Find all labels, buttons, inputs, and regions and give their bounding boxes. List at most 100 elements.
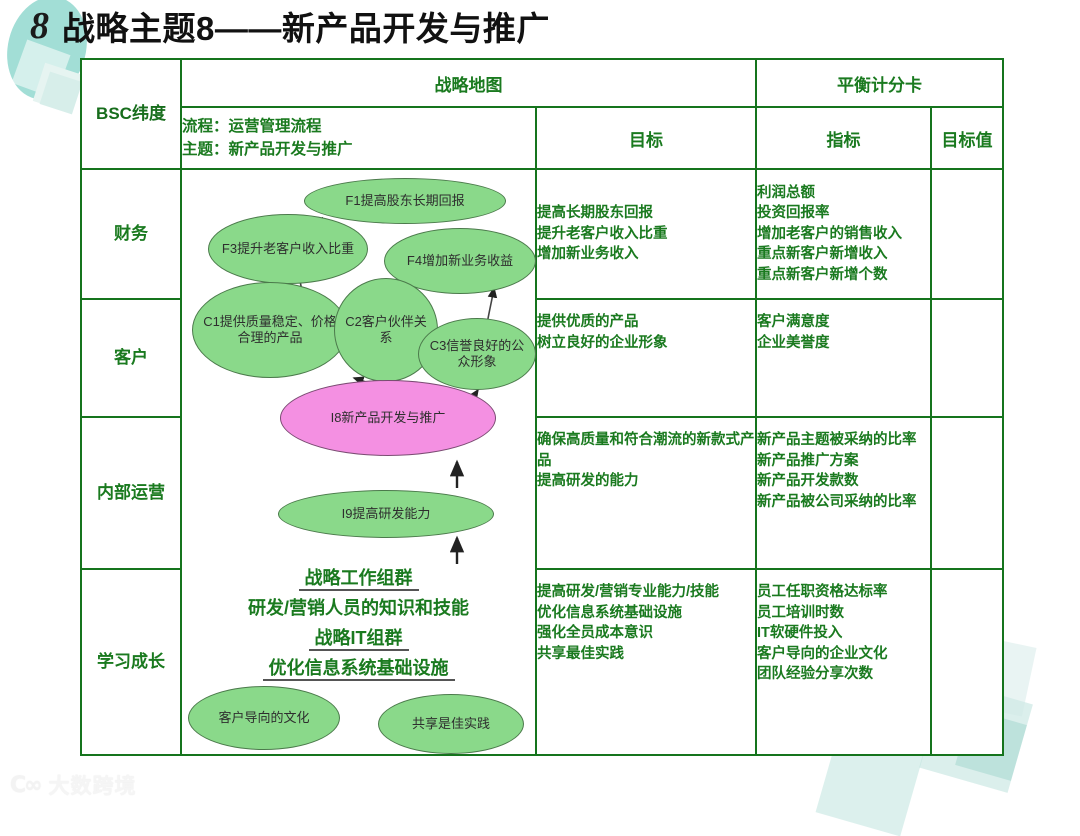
- indicator-item: 企业美誉度: [757, 334, 830, 351]
- node-i9[interactable]: I9提高研发能力: [278, 490, 494, 538]
- objective-item: 确保高质量和符合潮流的新款式产品: [537, 432, 755, 469]
- indicators-finance: 利润总额 投资回报率 增加老客户的销售收入 重点新客户新增收入 重点新客户新增个…: [755, 168, 932, 300]
- table-header-row-1: BSC纬度 战略地图 平衡计分卡: [80, 58, 1004, 170]
- objectives-internal: 确保高质量和符合潮流的新款式产品 提高研发的能力: [535, 416, 757, 570]
- header-target-value-label: 目标值: [941, 130, 993, 150]
- row-label-internal-text: 内部运营: [97, 483, 165, 503]
- learning-group-line-4: 优化信息系统基础设施: [182, 654, 535, 681]
- row-label-learning: 学习成长: [80, 568, 182, 756]
- table-row: 财务: [80, 168, 1004, 756]
- table-row: 客户 提供优质的产品 树立良好的企业形象 客户满意度 企业美誉度: [80, 298, 1004, 418]
- title-number: 8: [30, 5, 49, 47]
- indicator-item: 客户导向的企业文化: [757, 645, 888, 662]
- header-indicator-label: 指标: [826, 130, 861, 150]
- node-best-practice-label: 共享是佳实践: [411, 716, 490, 732]
- row-label-internal: 内部运营: [80, 416, 182, 570]
- learning-group-line-1: 战略工作组群: [182, 564, 535, 591]
- topic-theme-line: 主题：新产品开发与推广: [182, 141, 353, 158]
- node-customer-culture[interactable]: 客户导向的文化: [188, 686, 340, 750]
- learning-group-line-4-text: 优化信息系统基础设施: [262, 658, 455, 681]
- topic-block: 流程：运营管理流程 主题：新产品开发与推广: [180, 106, 537, 170]
- node-f4-label: F4增加新业务收益: [406, 253, 514, 269]
- table-row: 内部运营 确保高质量和符合潮流的新款式产品 提高研发的能力 新产品主题被采纳的比…: [80, 416, 1004, 570]
- indicator-item: IT软硬件投入: [757, 625, 843, 642]
- indicators-learning: 员工任职资格达标率 员工培训时数 IT软硬件投入 客户导向的企业文化 团队经验分…: [755, 568, 932, 756]
- node-i9-label: I9提高研发能力: [341, 506, 431, 522]
- node-i8[interactable]: I8新产品开发与推广: [280, 380, 496, 456]
- node-c3-label: C3信誉良好的公众形象: [429, 338, 525, 369]
- indicator-item: 重点新客户新增收入: [757, 246, 888, 263]
- target-value-internal: [930, 416, 1004, 570]
- indicator-item: 增加老客户的销售收入: [757, 225, 902, 242]
- header-strategy-map-label: 战略地图: [434, 75, 503, 95]
- node-c3[interactable]: C3信誉良好的公众形象: [418, 318, 536, 390]
- node-i8-label: I8新产品开发与推广: [330, 410, 446, 426]
- indicators-customer: 客户满意度 企业美誉度: [755, 298, 932, 418]
- strategy-map-canvas: F1提高股东长期回报 F3提升老客户收入比重 F4增加新业务收益 C1提供质量稳…: [180, 168, 537, 756]
- header-objective-label: 目标: [629, 130, 663, 150]
- objective-item: 强化全员成本意识: [537, 625, 653, 642]
- row-label-customer: 客户: [80, 298, 182, 418]
- header-scorecard: 平衡计分卡: [755, 58, 1004, 108]
- row-label-customer-text: 客户: [114, 348, 148, 368]
- node-best-practice[interactable]: 共享是佳实践: [378, 694, 524, 754]
- decor-square-2: [32, 62, 84, 114]
- watermark-logo-icon: Ⅽ∞: [10, 772, 43, 798]
- objective-item: 提升老客户收入比重: [537, 225, 668, 242]
- row-label-finance: 财务: [80, 168, 182, 300]
- learning-group-line-3: 战略IT组群: [182, 624, 535, 651]
- indicator-item: 新产品主题被采纳的比率: [757, 432, 917, 448]
- objective-item: 提高研发/营销专业能力/技能: [537, 584, 720, 600]
- objective-item: 提高研发的能力: [537, 473, 639, 490]
- indicator-item: 重点新客户新增个数: [757, 266, 888, 283]
- watermark: Ⅽ∞ 大数跨境: [10, 770, 136, 800]
- indicator-item: 团队经验分享次数: [757, 666, 873, 683]
- header-scorecard-label: 平衡计分卡: [837, 75, 922, 95]
- header-objective: 目标: [535, 106, 757, 170]
- objectives-customer: 提供优质的产品 树立良好的企业形象: [535, 298, 757, 418]
- indicator-item: 投资回报率: [757, 205, 830, 222]
- node-c2-label: C2客户伙伴关系: [345, 314, 427, 345]
- target-value-finance: [930, 168, 1004, 300]
- objective-item: 提供优质的产品: [537, 314, 639, 330]
- header-dimension-label: BSC纬度: [96, 104, 166, 124]
- indicator-item: 员工任职资格达标率: [757, 584, 888, 600]
- indicators-internal: 新产品主题被采纳的比率 新产品推广方案 新产品开发款数 新产品被公司采纳的比率: [755, 416, 932, 570]
- node-c1[interactable]: C1提供质量稳定、价格合理的产品: [192, 282, 348, 378]
- learning-group-line-1-text: 战略工作组群: [298, 568, 419, 591]
- target-value-customer: [930, 298, 1004, 418]
- indicator-item: 利润总额: [757, 184, 815, 201]
- learning-group-line-3-text: 战略IT组群: [308, 628, 409, 651]
- objective-item: 优化信息系统基础设施: [537, 604, 682, 621]
- objective-item: 共享最佳实践: [537, 645, 624, 662]
- indicator-item: 新产品推广方案: [757, 452, 859, 469]
- learning-group-line-2: 研发/营销人员的知识和技能: [182, 594, 535, 620]
- indicator-item: 员工培训时数: [757, 604, 844, 621]
- table-row: 学习成长 提高研发/营销专业能力/技能 优化信息系统基础设施 强化全员成本意识 …: [80, 568, 1004, 756]
- node-f3[interactable]: F3提升老客户收入比重: [208, 214, 368, 284]
- learning-group-line-2-text: 研发/营销人员的知识和技能: [248, 598, 469, 618]
- header-dimension: BSC纬度: [80, 58, 182, 170]
- strategy-map-area: F1提高股东长期回报 F3提升老客户收入比重 F4增加新业务收益 C1提供质量稳…: [182, 170, 536, 754]
- node-f1-label: F1提高股东长期回报: [345, 193, 465, 209]
- indicator-item: 新产品被公司采纳的比率: [757, 493, 917, 510]
- page-title: 战略主题8——新产品开发与推广: [62, 10, 550, 47]
- node-f3-label: F3提升老客户收入比重: [221, 241, 355, 257]
- table-header-row-2: 流程：运营管理流程 主题：新产品开发与推广 目标 指标 目标值: [81, 106, 1004, 170]
- decor-square-3: [39, 71, 83, 115]
- objective-item: 树立良好的企业形象: [537, 334, 668, 351]
- watermark-label: 大数跨境: [48, 775, 137, 798]
- node-f1[interactable]: F1提高股东长期回报: [304, 178, 506, 224]
- indicator-item: 客户满意度: [757, 314, 830, 330]
- objective-item: 提高长期股东回报: [537, 205, 653, 222]
- objective-item: 增加新业务收入: [537, 246, 639, 263]
- objectives-learning: 提高研发/营销专业能力/技能 优化信息系统基础设施 强化全员成本意识 共享最佳实…: [535, 568, 757, 756]
- slide-title-bar: 8 战略主题8——新产品开发与推广: [0, 0, 1080, 52]
- bsc-strategy-table: BSC纬度 战略地图 平衡计分卡 流程：运营管理流程 主题：新产品开发与推广 目…: [80, 58, 1004, 756]
- node-c1-label: C1提供质量稳定、价格合理的产品: [203, 314, 337, 345]
- indicator-item: 新产品开发款数: [757, 473, 859, 490]
- target-value-learning: [930, 568, 1004, 756]
- node-customer-culture-label: 客户导向的文化: [218, 710, 310, 726]
- header-indicator: 指标: [755, 106, 932, 170]
- row-label-learning-text: 学习成长: [97, 652, 165, 672]
